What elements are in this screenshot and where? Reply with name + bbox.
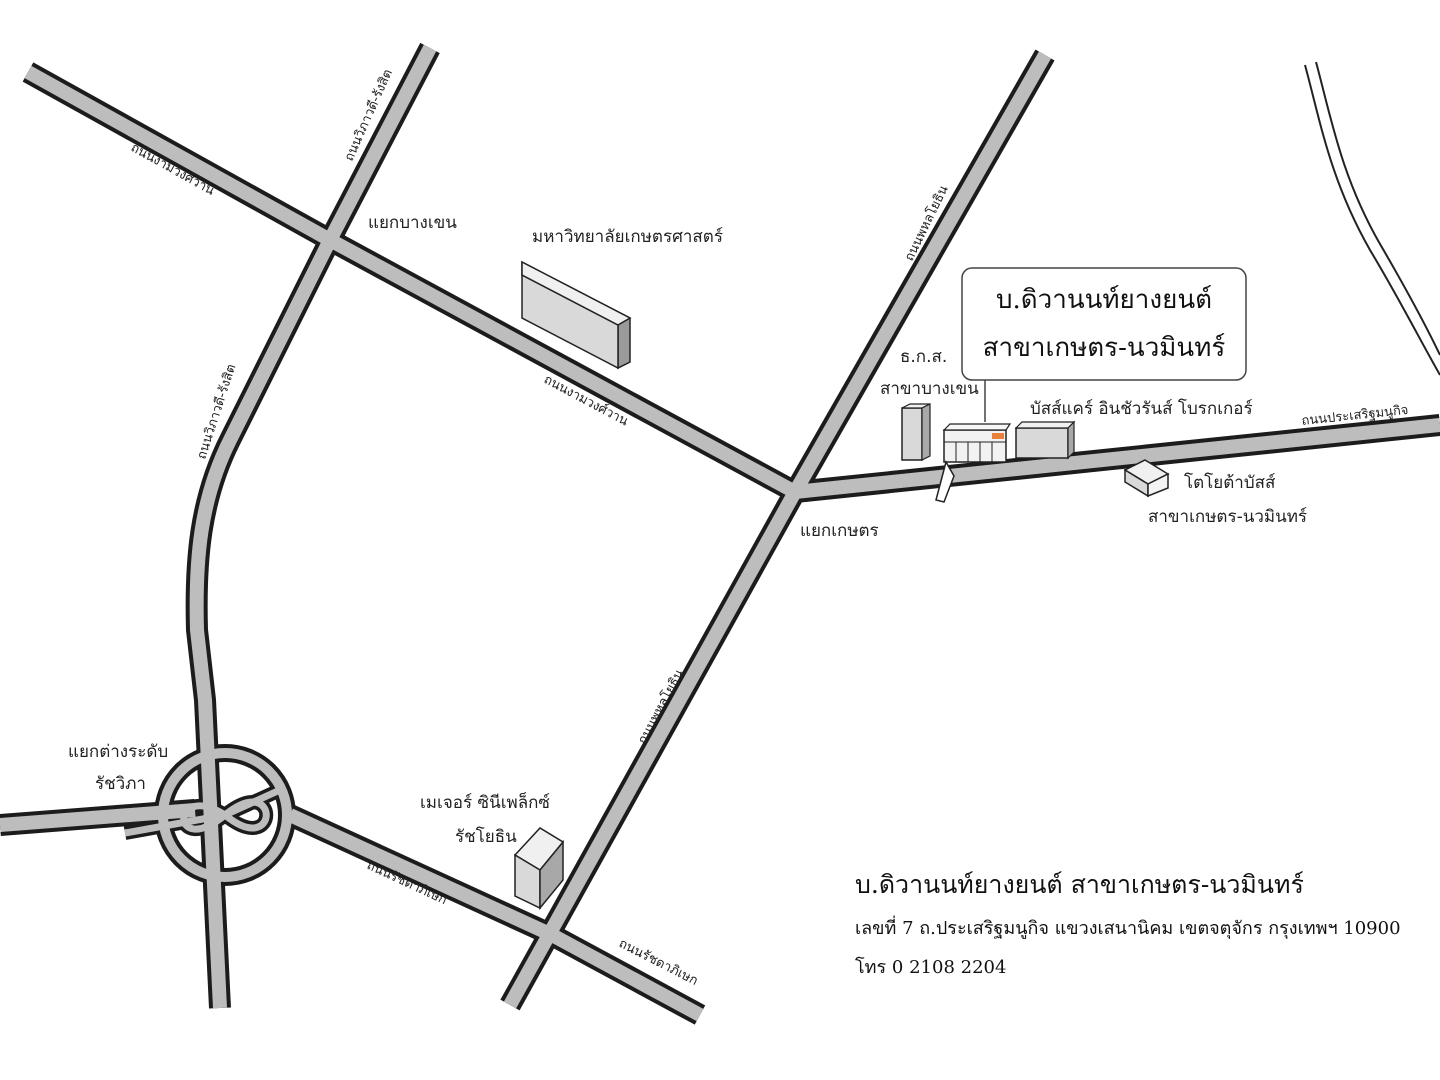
callout-shop-name: บ.ดิวานนท์ยางยนต์ — [996, 285, 1212, 315]
label-toyota-line2: สาขาเกษตร-นวมินทร์ — [1148, 507, 1307, 527]
label-toyota-line1: โตโยต้าบัสส์ — [1184, 472, 1276, 493]
major-cineplex-building — [513, 827, 565, 911]
callout-branch-name: สาขาเกษตร-นวมินทร์ — [983, 333, 1226, 363]
label-major-line1: เมเจอร์ ซินีเพล็กซ์ — [420, 791, 550, 813]
kasetsart-university-building — [521, 260, 632, 370]
label-baac-line1: ธ.ก.ส. — [900, 347, 947, 367]
address-line: เลขที่ 7 ถ.ประเสริฐมนูกิจ แขวงเสนานิคม เ… — [855, 915, 1401, 939]
label-interchange-line2: รัชวิภา — [95, 774, 146, 794]
dewanont-shop-building — [942, 423, 1012, 463]
label-kasetsart-university: มหาวิทยาลัยเกษตรศาสตร์ — [532, 227, 723, 247]
baac-building — [901, 403, 931, 461]
label-kaset-junction: แยกเกษตร — [800, 521, 879, 541]
label-bang-khen-junction: แยกบางเขน — [368, 213, 457, 233]
roads-fill — [0, 44, 1440, 1022]
label-major-line2: รัชโยธิน — [455, 826, 517, 847]
shop-sign-highlight — [992, 433, 1004, 439]
label-bus-care: บัสส์แคร์ อินชัวรันส์ โบรกเกอร์ — [1030, 398, 1253, 419]
address-phone: โทร 0 2108 2204 — [855, 956, 1006, 978]
entrance-arrow-icon — [935, 460, 955, 503]
shop-callout: บ.ดิวานนท์ยางยนต์ สาขาเกษตร-นวมินทร์ — [961, 267, 1247, 422]
label-interchange-line1: แยกต่างระดับ — [68, 742, 168, 762]
address-block: บ.ดิวานนท์ยางยนต์ สาขาเกษตร-นวมินทร์ เลข… — [855, 870, 1401, 978]
bus-care-building — [1014, 420, 1076, 460]
address-title: บ.ดิวานนท์ยางยนต์ สาขาเกษตร-นวมินทร์ — [855, 870, 1304, 899]
canal — [1304, 61, 1440, 376]
toyota-buzz-building — [1123, 459, 1170, 498]
label-baac-line2: สาขาบางเขน — [880, 379, 979, 399]
